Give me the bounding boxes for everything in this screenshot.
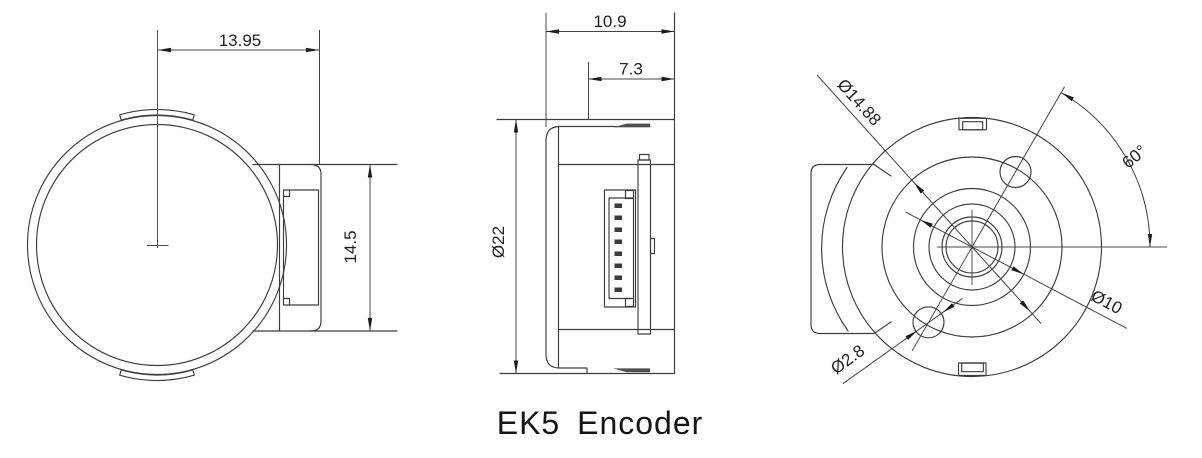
side-connector-cavity: [608, 197, 635, 300]
side-pcb-top-tab: [638, 153, 650, 161]
dim-line-o28: [842, 297, 963, 385]
front-connector-window: [282, 189, 320, 306]
dim-line-o1488: [816, 74, 1042, 324]
front-window-notch-top: [282, 189, 291, 198]
dim-label-hole-angle: 60°: [1119, 141, 1151, 172]
angle-arc: [1061, 92, 1151, 248]
rear-top-tab-inner: [962, 121, 984, 131]
side-connector-housing: [603, 189, 637, 308]
dim-label-total-depth: 10.9: [593, 12, 626, 31]
rear-ear-outline: [810, 163, 892, 335]
front-bottom-tab: [119, 369, 195, 382]
dim-label-mount-hole: Ø2.8: [827, 341, 868, 378]
drawing-title: EK5 Encoder: [497, 405, 704, 441]
side-housing-ear-top: [624, 189, 635, 200]
rear-ear-arc: [821, 166, 849, 332]
rear-mount-hole-lower: [912, 306, 945, 339]
rear-bottom-tab-outer: [957, 362, 987, 377]
dim-label-body-diameter: Ø22: [489, 226, 508, 258]
rear-bcd-radial-lower: [911, 246, 973, 352]
front-view: 13.95 14.5: [26, 30, 398, 382]
front-outer-circle: [26, 114, 288, 376]
rear-bottom-tab-inner: [961, 362, 984, 373]
front-window-notch-bottom: [282, 297, 291, 306]
side-pcb-bump: [649, 237, 656, 255]
side-body-profile: [545, 125, 651, 375]
side-view: 10.9 7.3 Ø22: [489, 12, 676, 375]
side-pcb-plate: [637, 159, 652, 335]
angle-radial-line: [971, 86, 1065, 248]
dim-label-width: 13.95: [219, 31, 262, 50]
front-top-tab: [119, 108, 195, 121]
rear-view: Ø14.88 Ø10 60° Ø2.8: [810, 74, 1167, 385]
front-connector-right-edge: [310, 163, 322, 332]
dim-label-connector-depth: 7.3: [619, 60, 643, 79]
rear-mount-hole-upper: [999, 155, 1032, 189]
side-top-seam: [613, 123, 650, 128]
side-bottom-seam: [613, 368, 650, 373]
front-inner-circle: [35, 123, 279, 367]
side-housing-ear-bottom: [624, 297, 635, 308]
dim-label-height: 14.5: [341, 230, 360, 263]
side-connector-pins: [614, 203, 622, 292]
dim-label-shaft-boss: Ø10: [1088, 286, 1125, 318]
